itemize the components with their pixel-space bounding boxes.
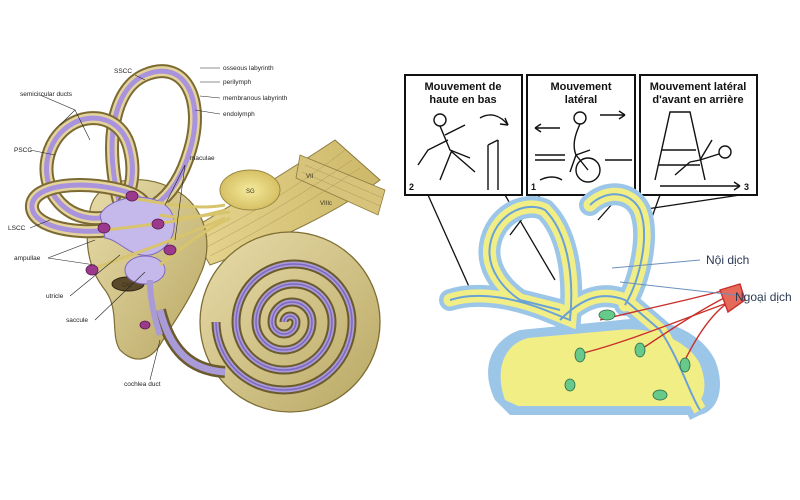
vestibular-labyrinth [439,183,720,420]
panel-3-title-line1: Mouvement latéral [650,81,747,93]
label-perilymph: perilymph [223,79,252,86]
panel-2-title-line2: latéral [565,94,597,106]
label-ampullae: ampullae [14,255,41,262]
label-cochlea-duct: cochlea duct [124,381,161,388]
right-vestibular-diagram: Mouvement de haute en bas 2 Mouvement la… [404,74,792,420]
panel-1-title-line2: haute en bas [429,94,496,106]
reclining-person-figure [654,111,741,191]
saccule-sac [124,255,166,285]
left-leader-lines [29,67,221,381]
label-osseous-labyrinth: osseous labyrinth [223,65,274,72]
label-vii: VII [306,174,314,180]
label-membranous-labyrinth: membranous labyrinth [223,95,288,102]
label-maculae: maculae [190,155,215,162]
label-pscc: PSCC [14,147,32,154]
label-perilymph-vn: Ngoại dịch [735,290,792,304]
ampullae-markers [85,190,177,330]
label-semicircular-ducts: semicircular ducts [20,91,73,98]
panel-1-number: 2 [409,182,414,192]
panel-3-title-line2: d'avant en arrière [652,94,743,106]
left-inner-ear-illustration: SSCC semicircular ducts PSCC LSCC ampull… [8,64,386,413]
label-saccule: saccule [66,317,88,324]
vestibular-nerve-fibers [89,196,231,272]
panel-2-title-line1: Mouvement [550,81,611,93]
movement-panel-3: Mouvement latéral d'avant en arrière 3 [639,74,758,196]
jumping-person-figure [417,113,509,190]
cyclist-figure [534,110,632,183]
label-sg: SG [246,189,255,195]
hair-cell-receptors [564,309,691,401]
label-endolymph: endolymph [223,111,255,118]
label-viiic: VIIIc [320,201,332,207]
label-sscc: SSCC [114,68,132,75]
label-lscc: LSCC [8,225,26,232]
spiral-ganglion [219,169,281,211]
fluid-pointer-lines [611,259,736,296]
label-ow: OW [122,283,133,289]
panel-2-number: 1 [531,182,536,192]
movement-panel-1: Mouvement de haute en bas 2 [404,74,523,196]
label-endolymph-vn: Nội dịch [706,253,749,267]
label-utricle: utricle [46,293,64,300]
movement-panel-2: Mouvement latéral 1 [526,74,636,196]
cochlea-duct [156,309,226,376]
cochlea [199,231,381,413]
panel-1-title-line1: Mouvement de [424,81,501,93]
panel-3-number: 3 [744,182,749,192]
